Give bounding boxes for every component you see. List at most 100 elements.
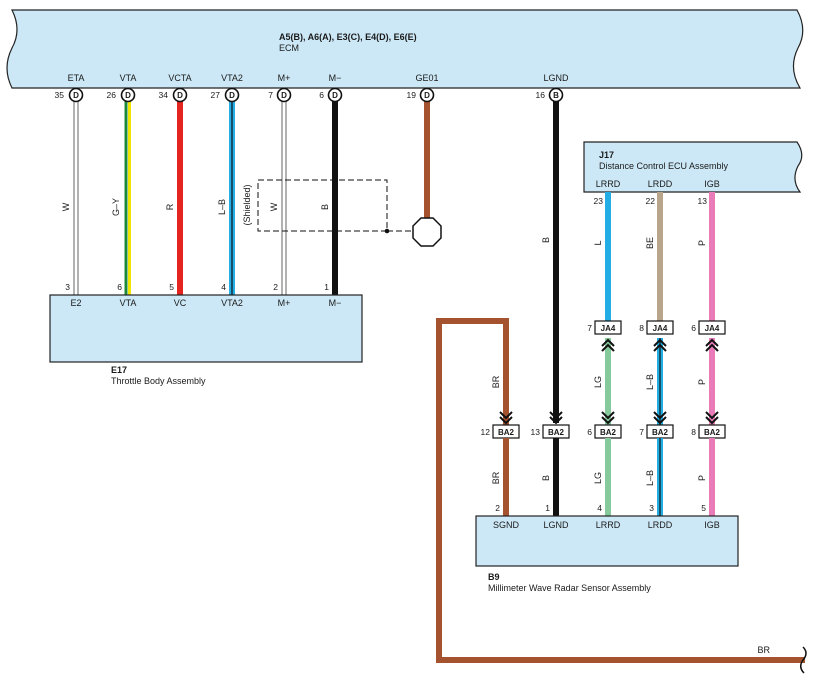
ja4-connector-lrrd: 7 JA4 bbox=[587, 320, 622, 335]
wire-color-sgnd-lower: BR bbox=[491, 471, 501, 484]
svg-text:D: D bbox=[125, 91, 131, 100]
wire-color-eta: W bbox=[61, 202, 71, 211]
radar-pin-igb: 5 bbox=[701, 503, 706, 513]
svg-text:7: 7 bbox=[268, 90, 273, 100]
radar-term-lgnd: LGND bbox=[543, 520, 569, 530]
shield-enclosure bbox=[257, 179, 412, 234]
throttle-term-vta2: VTA2 bbox=[221, 298, 243, 308]
dc-ecu-pin-lrdd: 22 bbox=[646, 196, 656, 206]
svg-text:35: 35 bbox=[55, 90, 65, 100]
chevron-up-icon bbox=[601, 338, 719, 352]
radar-name: Millimeter Wave Radar Sensor Assembly bbox=[488, 583, 651, 593]
ecm-pin-mminus: 6 D bbox=[319, 87, 343, 103]
ecm-connectors: A5(B), A6(A), E3(C), E4(D), E6(E) bbox=[279, 32, 417, 42]
svg-text:BA2: BA2 bbox=[498, 428, 515, 437]
radar-sensor-box[interactable] bbox=[475, 515, 739, 567]
svg-text:BA2: BA2 bbox=[704, 428, 721, 437]
radar-pin-lrrd: 4 bbox=[597, 503, 602, 513]
ecm-pin-ge01: 19 D bbox=[407, 87, 435, 103]
ba2-connector-igb: 8 BA2 bbox=[691, 424, 726, 439]
throttle-term-vc: VC bbox=[174, 298, 187, 308]
svg-text:BA2: BA2 bbox=[600, 428, 617, 437]
radar-term-igb: IGB bbox=[704, 520, 720, 530]
wire-color-lrdd-upper: BE bbox=[645, 237, 655, 249]
throttle-term-e2: E2 bbox=[70, 298, 81, 308]
wire-color-lrdd-middle: L–B bbox=[645, 374, 655, 390]
ecm-term-lgnd: LGND bbox=[543, 73, 569, 83]
dc-ecu-pin-lrrd: 23 bbox=[594, 196, 604, 206]
wire-break-icon bbox=[800, 646, 807, 674]
throttle-pin-mplus: 2 bbox=[273, 282, 278, 292]
wire-color-igb-upper: P bbox=[697, 240, 707, 246]
radar-term-lrdd: LRDD bbox=[648, 520, 673, 530]
ba2-connector-lrrd: 6 BA2 bbox=[587, 424, 622, 439]
svg-text:34: 34 bbox=[159, 90, 169, 100]
svg-text:19: 19 bbox=[407, 90, 417, 100]
wire-color-lgnd-lower: B bbox=[541, 475, 551, 481]
chevron-down-icon bbox=[499, 411, 719, 425]
throttle-pin-vc: 5 bbox=[169, 282, 174, 292]
dc-ecu-box[interactable] bbox=[583, 141, 803, 193]
ecm-pin-lgnd: 16 B bbox=[536, 87, 564, 103]
shield-label: (Shielded) bbox=[242, 184, 252, 225]
ecm-pin-vta2: 27 D bbox=[211, 87, 240, 103]
svg-text:13: 13 bbox=[531, 427, 541, 437]
wire-color-mminus: B bbox=[320, 204, 330, 210]
svg-text:JA4: JA4 bbox=[601, 324, 616, 333]
svg-text:JA4: JA4 bbox=[653, 324, 668, 333]
svg-text:8: 8 bbox=[639, 323, 644, 333]
ecm-name: ECM bbox=[279, 43, 299, 53]
ecm-pin-vta: 26 D bbox=[107, 87, 136, 103]
radar-term-sgnd: SGND bbox=[493, 520, 520, 530]
ba2-connector-lgnd: 13 BA2 bbox=[531, 424, 570, 439]
svg-text:D: D bbox=[177, 91, 183, 100]
wire-color-lrrd-middle: LG bbox=[593, 376, 603, 388]
ecm-term-vta: VTA bbox=[120, 73, 137, 83]
dc-ecu-term-igb: IGB bbox=[704, 179, 720, 189]
radar-pin-lrdd: 3 bbox=[649, 503, 654, 513]
ja4-connector-lrdd: 8 JA4 bbox=[639, 320, 674, 335]
svg-text:26: 26 bbox=[107, 90, 117, 100]
svg-text:16: 16 bbox=[536, 90, 546, 100]
ecm-term-vta2: VTA2 bbox=[221, 73, 243, 83]
svg-text:6: 6 bbox=[691, 323, 696, 333]
throttle-pin-vta: 6 bbox=[117, 282, 122, 292]
ecm-term-eta: ETA bbox=[68, 73, 85, 83]
wire-vta-vta[interactable] bbox=[124, 101, 131, 295]
svg-text:7: 7 bbox=[587, 323, 592, 333]
ecm-term-mplus: M+ bbox=[278, 73, 291, 83]
dc-ecu-pin-igb: 13 bbox=[698, 196, 708, 206]
ba2-connector-sgnd: 12 BA2 bbox=[481, 424, 520, 439]
dc-ecu-code: J17 bbox=[599, 150, 614, 160]
radar-code: B9 bbox=[488, 572, 500, 582]
throttle-pin-vta2: 4 bbox=[221, 282, 226, 292]
throttle-pin-e2: 3 bbox=[65, 282, 70, 292]
svg-text:B: B bbox=[553, 91, 559, 100]
throttle-term-mplus: M+ bbox=[278, 298, 291, 308]
wire-color-igb-lower: P bbox=[697, 475, 707, 481]
ecm-box[interactable] bbox=[6, 9, 804, 89]
ba2-connector-lrdd: 7 BA2 bbox=[639, 424, 674, 439]
ecm-pin-eta: 35 D bbox=[55, 87, 84, 103]
wire-color-lrrd-upper: L bbox=[593, 240, 603, 245]
ground-point-icon bbox=[412, 217, 442, 247]
ecm-term-mminus: M− bbox=[329, 73, 342, 83]
svg-text:BA2: BA2 bbox=[548, 428, 565, 437]
wire-color-lrrd-lower: LG bbox=[593, 472, 603, 484]
svg-text:8: 8 bbox=[691, 427, 696, 437]
throttle-code: E17 bbox=[111, 365, 127, 375]
svg-text:D: D bbox=[229, 91, 235, 100]
svg-text:6: 6 bbox=[587, 427, 592, 437]
wire-sgnd-loop[interactable] bbox=[436, 318, 805, 663]
wire-color-vta2: L–B bbox=[217, 199, 227, 215]
dc-ecu-term-lrdd: LRDD bbox=[648, 179, 673, 189]
ecm-term-vcta: VCTA bbox=[168, 73, 191, 83]
throttle-body-box[interactable] bbox=[49, 294, 363, 363]
throttle-pin-mminus: 1 bbox=[324, 282, 329, 292]
svg-text:JA4: JA4 bbox=[705, 324, 720, 333]
radar-term-lrrd: LRRD bbox=[596, 520, 621, 530]
ja4-connector-igb: 6 JA4 bbox=[691, 320, 726, 335]
wire-color-vta: G–Y bbox=[111, 198, 121, 216]
wire-color-mplus: W bbox=[269, 202, 279, 211]
